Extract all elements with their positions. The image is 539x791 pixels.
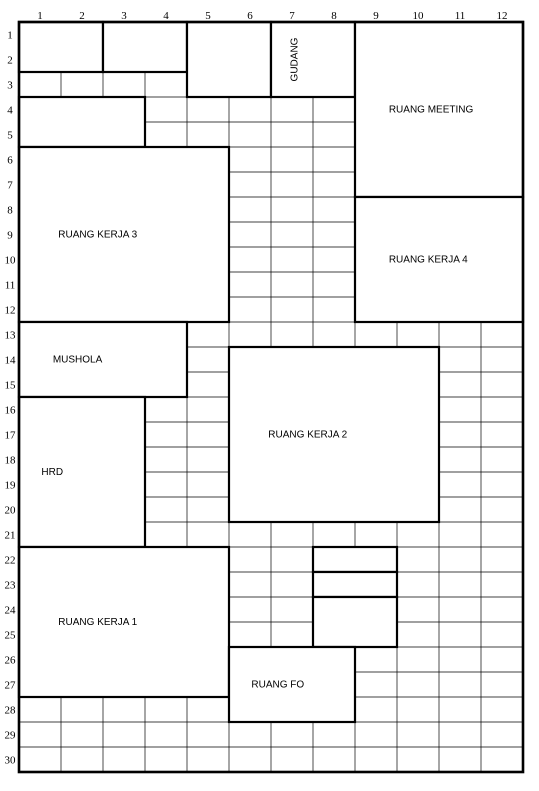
room-box: [185, 20, 273, 99]
room-ruang-kerja-4: RUANG KERJA 4: [353, 195, 525, 324]
row-label: 18: [5, 455, 17, 467]
room-box: [353, 20, 525, 199]
row-label: 7: [7, 180, 13, 192]
room-ruang-fo: RUANG FO: [227, 645, 357, 724]
room-box: [227, 345, 441, 524]
row-label: 4: [7, 105, 13, 117]
room-blok-f: [311, 570, 399, 599]
outer-border: [17, 20, 525, 774]
row-label: 27: [5, 680, 17, 692]
room-blok-c: [185, 20, 273, 99]
row-label: 5: [7, 130, 13, 142]
row-label: 8: [7, 205, 13, 217]
room-label: GUDANG: [290, 37, 301, 81]
column-label: 11: [455, 10, 466, 22]
room-blok-g: [311, 595, 399, 649]
row-label: 23: [5, 580, 17, 592]
room-box: [17, 20, 105, 74]
room-blok-a: [17, 20, 105, 74]
column-label: 6: [247, 10, 253, 22]
room-box: [17, 395, 147, 549]
room-box: [17, 145, 231, 324]
room-label: RUANG FO: [251, 680, 304, 691]
room-box: [311, 595, 399, 649]
room-gudang: GUDANG: [269, 20, 357, 99]
row-label: 2: [7, 55, 13, 67]
room-ruang-kerja-3: RUANG KERJA 3: [17, 145, 231, 324]
row-label: 3: [7, 80, 13, 92]
column-label: 7: [289, 10, 295, 22]
row-labels: 1234567891011121314151617181920212223242…: [5, 30, 17, 767]
row-label: 28: [5, 705, 17, 717]
row-label: 20: [5, 505, 17, 517]
row-label: 17: [5, 430, 17, 442]
room-label: MUSHOLA: [53, 355, 103, 366]
room-box: [17, 95, 147, 149]
room-box: [269, 20, 357, 99]
room-box: [17, 320, 189, 399]
room-ruang-kerja-1: RUANG KERJA 1: [17, 545, 231, 699]
room-label: RUANG MEETING: [389, 105, 474, 116]
column-label: 1: [37, 10, 43, 22]
row-label: 29: [5, 730, 17, 742]
rooms: GUDANG RUANG MEETING RUANG KERJA 3 RUANG KE…: [17, 20, 525, 724]
row-label: 10: [5, 255, 17, 267]
room-hrd: HRD: [17, 395, 147, 549]
row-label: 14: [5, 355, 17, 367]
column-label: 4: [163, 10, 169, 22]
column-label: 3: [121, 10, 127, 22]
room-box: [311, 545, 399, 574]
room-ruang-kerja-2: RUANG KERJA 2: [227, 345, 441, 524]
room-box: [101, 20, 189, 74]
column-label: 8: [331, 10, 337, 22]
row-label: 9: [7, 230, 13, 242]
row-label: 16: [5, 405, 17, 417]
room-label: RUANG KERJA 3: [58, 230, 137, 241]
room-label: HRD: [41, 467, 63, 478]
room-box: [227, 645, 357, 724]
row-label: 15: [5, 380, 17, 392]
room-blok-d: [17, 95, 147, 149]
room-label: RUANG KERJA 1: [58, 617, 137, 628]
row-label: 11: [5, 280, 16, 292]
column-label: 12: [497, 10, 508, 22]
column-label: 2: [79, 10, 85, 22]
room-box: [311, 570, 399, 599]
room-label: RUANG KERJA 4: [389, 255, 468, 266]
room-blok-e: [311, 545, 399, 574]
room-label: RUANG KERJA 2: [268, 430, 347, 441]
room-mushola: MUSHOLA: [17, 320, 189, 399]
room-blok-b: [101, 20, 189, 74]
room-box: [17, 545, 231, 699]
column-label: 9: [373, 10, 379, 22]
column-label: 10: [413, 10, 425, 22]
row-label: 25: [5, 630, 17, 642]
room-box: [353, 195, 525, 324]
row-label: 22: [5, 555, 16, 567]
row-label: 26: [5, 655, 17, 667]
row-label: 13: [5, 330, 17, 342]
row-label: 30: [5, 755, 17, 767]
row-label: 12: [5, 305, 16, 317]
row-label: 1: [7, 30, 13, 42]
room-ruang-meeting: RUANG MEETING: [353, 20, 525, 199]
row-label: 19: [5, 480, 17, 492]
row-label: 21: [5, 530, 16, 542]
row-label: 24: [5, 605, 17, 617]
row-label: 6: [7, 155, 13, 167]
column-label: 5: [205, 10, 211, 22]
